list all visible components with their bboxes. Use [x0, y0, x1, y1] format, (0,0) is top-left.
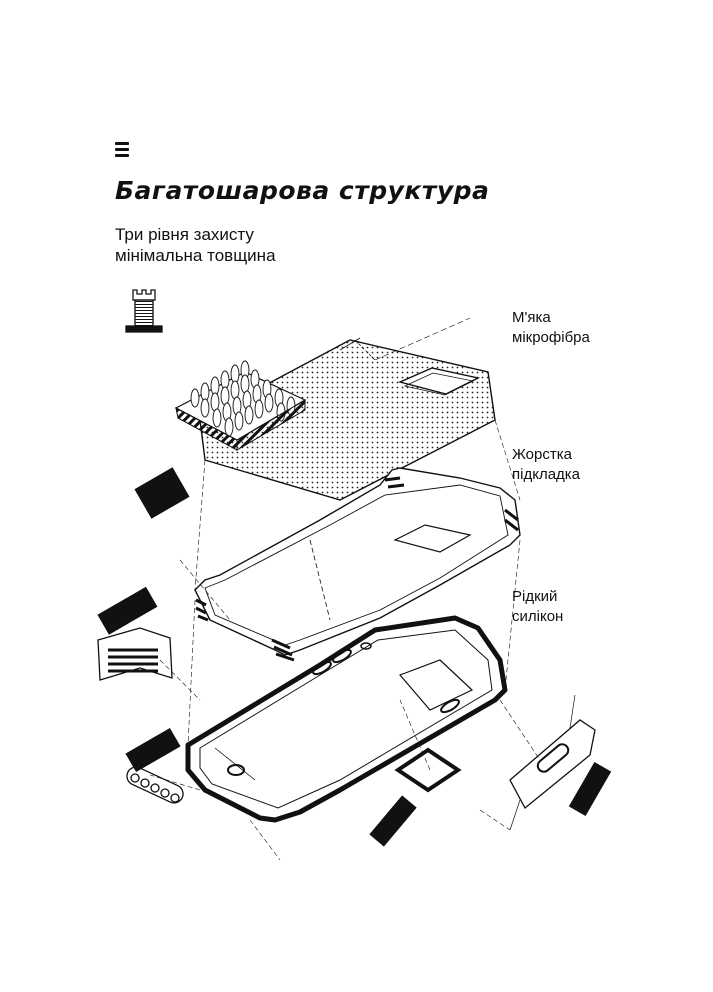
layer-label-microfiber-line-1: М'яка: [512, 309, 551, 326]
camera-frame-illustration: [369, 747, 462, 847]
button-pins-illustration: [125, 727, 184, 804]
subtitle-line-1: Три рівня захисту: [115, 225, 254, 244]
layer-label-microfiber-line-2: мікрофібра: [512, 329, 590, 346]
liquid-silicone-layer: [185, 615, 508, 823]
castle-tower-icon: [125, 289, 163, 333]
menu-icon[interactable]: [115, 142, 129, 160]
subtitle: Три рівня захисту мінімальна товщина: [115, 224, 276, 266]
subtitle-line-2: мінімальна товщина: [115, 246, 276, 265]
ultra-soft-tag: [134, 467, 190, 519]
layer-label-liquid-silicone-line-2: силікон: [512, 608, 564, 625]
layer-label-microfiber: М'яка мікрофібра: [512, 308, 590, 348]
corner-detail-illustration: [97, 586, 173, 681]
layer-label-hard-base-line-1: Жорстка: [512, 446, 572, 463]
layer-label-hard-base-line-2: підкладка: [512, 466, 581, 483]
assembly-guide-lines: [149, 419, 541, 861]
layer-label-liquid-silicone-line-1: Рідкий: [512, 588, 558, 605]
layer-label-liquid-silicone: Рідкий силікон: [512, 587, 563, 627]
layer-label-hard-base: Жорстка підкладка: [512, 445, 580, 485]
hard-base-layer: [194, 467, 521, 662]
page-title: Багатошарова структура: [115, 176, 490, 205]
side-button-illustration: [509, 694, 612, 831]
microfiber-layer: [134, 317, 496, 519]
